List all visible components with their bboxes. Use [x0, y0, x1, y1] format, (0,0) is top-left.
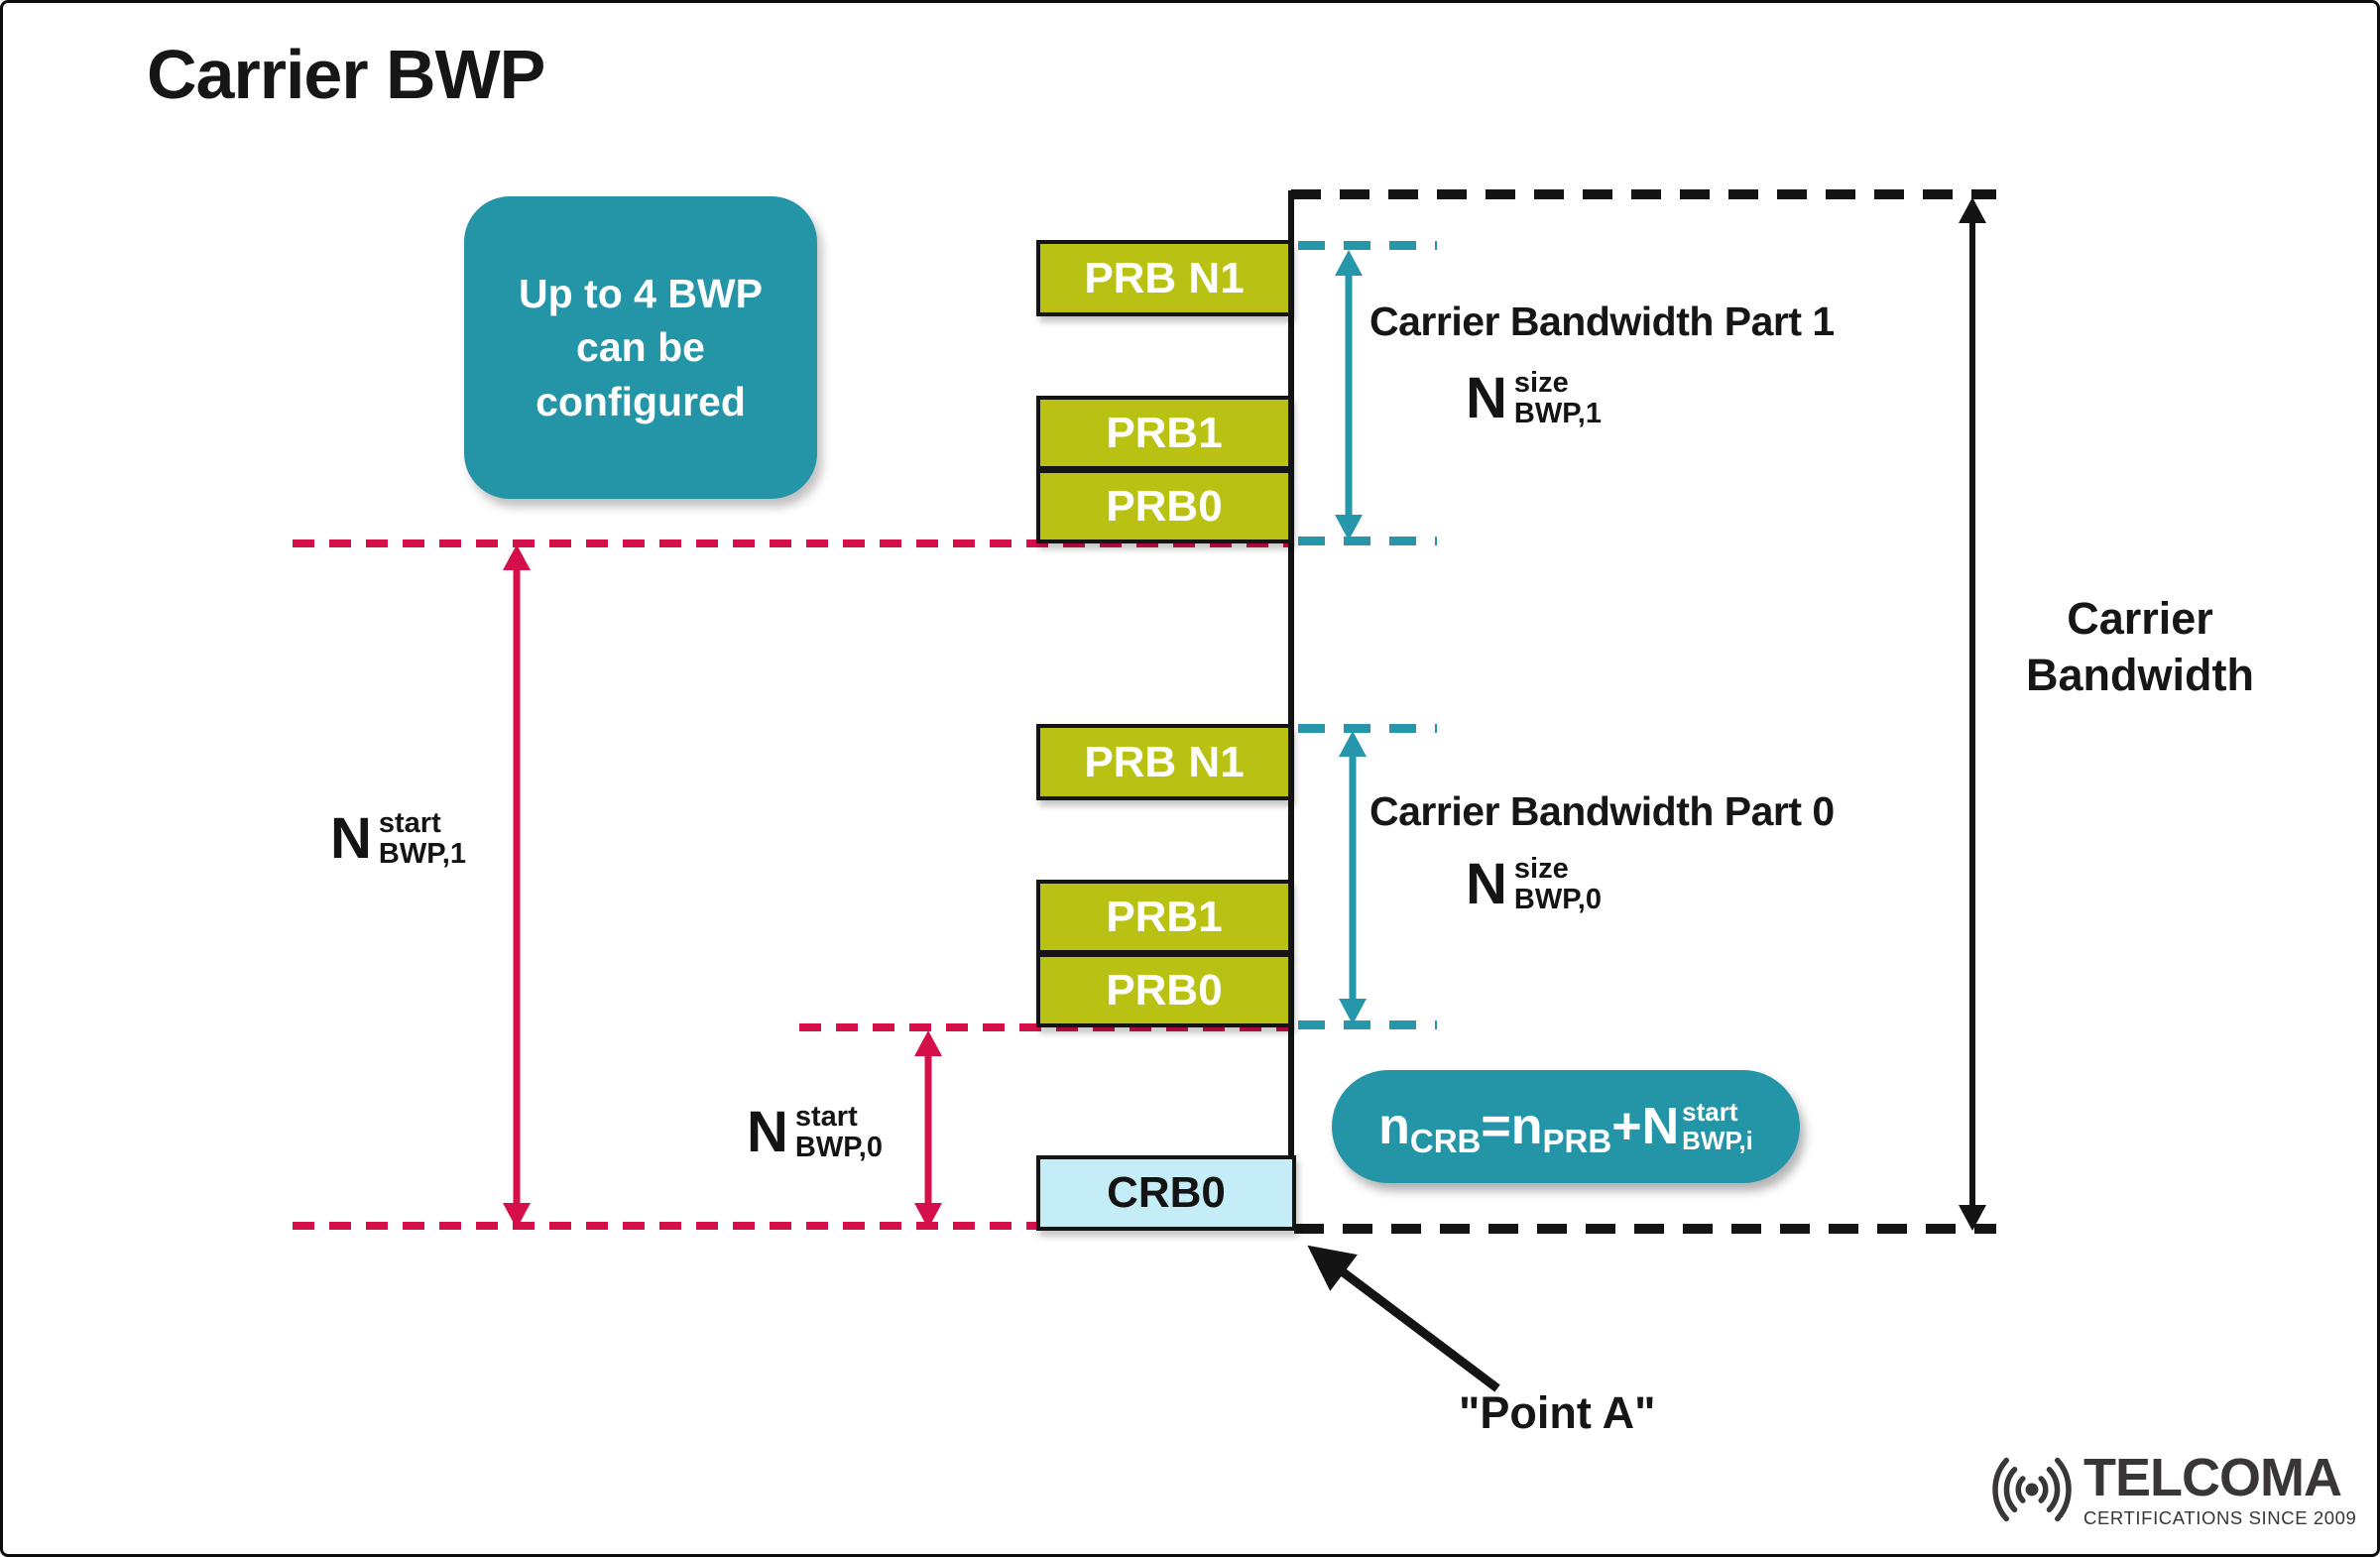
- bwp0-bottom-tick: [1298, 1020, 1437, 1029]
- carrier-axis-line: [1288, 190, 1294, 1231]
- formula-equals: =: [1481, 1098, 1511, 1155]
- bwp1-bottom-tick: [1298, 537, 1437, 545]
- bwp1-heading: Carrier Bandwidth Part 1: [1369, 299, 1835, 344]
- point-a-arrow: [1307, 1245, 1500, 1392]
- n-start-bwp0-sub: BWP,0: [794, 1132, 883, 1164]
- formula-n-prb: n: [1510, 1098, 1543, 1155]
- prb-block-label: PRB1: [1106, 892, 1223, 941]
- crb0-block: CRB0: [1036, 1155, 1296, 1231]
- n-size-bwp1-sup: size: [1513, 367, 1569, 399]
- n-start-bwp1-sub: BWP,1: [378, 838, 466, 871]
- prb-block-bwp0-p1: PRB1: [1036, 880, 1292, 954]
- prb-block-label: PRB N1: [1084, 737, 1245, 786]
- bwp1-top-tick: [1298, 241, 1437, 250]
- n-start-bwp1-base: N: [330, 806, 372, 872]
- n-size-bwp1-sub: BWP,1: [1513, 398, 1602, 430]
- bwp0-heading: Carrier Bandwidth Part 0: [1369, 788, 1835, 834]
- formula-start-sub: BWP,i: [1682, 1126, 1753, 1155]
- prb-block-bwp1-p0: PRB0: [1036, 469, 1292, 543]
- prb-block-label: PRB0: [1106, 481, 1223, 531]
- formula-prb-sub: PRB: [1542, 1122, 1612, 1159]
- logo-waves-icon: [1992, 1457, 2072, 1522]
- telcoma-logo: TELCOMA CERTIFICATIONS SINCE 2009: [1986, 1449, 2356, 1530]
- n-start-bwp0-base: N: [747, 1100, 788, 1165]
- prb-block-bwp0-p0: PRB0: [1036, 953, 1292, 1027]
- carrier-top-dashed-line: [1291, 189, 1996, 199]
- carrier-bottom-dashed-line: [1294, 1224, 1996, 1234]
- n-size-bwp0-sub: BWP,0: [1513, 884, 1602, 916]
- carrier-bandwidth-line-2: Bandwidth: [2026, 650, 2254, 701]
- n-start-bwp1-arrow: [503, 544, 531, 1229]
- prb-block-bwp1-p1: PRB1: [1036, 396, 1292, 470]
- n-size-bwp0-base: N: [1466, 852, 1507, 917]
- n-size-bwp0-label: N size BWP,0: [1466, 852, 1602, 917]
- point-a-ref-dashed-line: [293, 1222, 1294, 1230]
- prb-block-label: PRB N1: [1084, 253, 1245, 302]
- n-start-bwp1-sup: start: [378, 807, 441, 839]
- point-a-label: "Point A": [1459, 1387, 1656, 1438]
- formula-start-sup: start: [1682, 1097, 1738, 1128]
- bwp0-top-tick: [1298, 724, 1437, 733]
- formula-n-crb: n: [1378, 1098, 1410, 1155]
- n-size-bwp0-arrow: [1339, 731, 1367, 1024]
- n-size-bwp1-arrow: [1335, 250, 1363, 540]
- bwp1-start-dashed-line: [293, 539, 1292, 547]
- prb-block-label: PRB0: [1106, 965, 1223, 1015]
- n-size-bwp0-sup: size: [1513, 853, 1569, 885]
- formula-n-start: N: [1641, 1098, 1680, 1155]
- logo-name: TELCOMA: [2083, 1447, 2342, 1507]
- n-start-bwp1-label: N start BWP,1: [330, 806, 466, 872]
- crb0-block-label: CRB0: [1107, 1168, 1226, 1217]
- carrier-bandwidth-label: Carrier Bandwidth: [1996, 590, 2284, 703]
- logo-tagline: CERTIFICATIONS SINCE 2009: [2083, 1506, 2357, 1528]
- prb-block-label: PRB1: [1106, 408, 1223, 457]
- prb-block-bwp0-n1: PRB N1: [1036, 724, 1292, 800]
- n-start-bwp0-arrow: [914, 1030, 942, 1229]
- prb-block-bwp1-n1: PRB N1: [1036, 240, 1292, 316]
- carrier-bandwidth-line-1: Carrier: [2067, 593, 2213, 644]
- n-size-bwp1-base: N: [1466, 366, 1507, 431]
- n-size-bwp1-label: N size BWP,1: [1466, 366, 1602, 431]
- bwp0-start-dashed-line: [799, 1023, 1292, 1031]
- formula-crb-sub: CRB: [1409, 1122, 1482, 1159]
- note-line-2: can be: [576, 324, 705, 371]
- note-line-1: Up to 4 BWP: [519, 271, 763, 317]
- formula-plus: +: [1611, 1098, 1642, 1155]
- page-title: Carrier BWP: [147, 36, 545, 113]
- n-start-bwp0-sup: start: [794, 1101, 858, 1133]
- bwp-note-callout: Up to 4 BWP can be configured: [464, 196, 817, 499]
- carrier-bandwidth-arrow: [1959, 197, 1986, 1231]
- n-start-bwp0-label: N start BWP,0: [747, 1100, 883, 1165]
- note-line-3: configured: [536, 378, 746, 424]
